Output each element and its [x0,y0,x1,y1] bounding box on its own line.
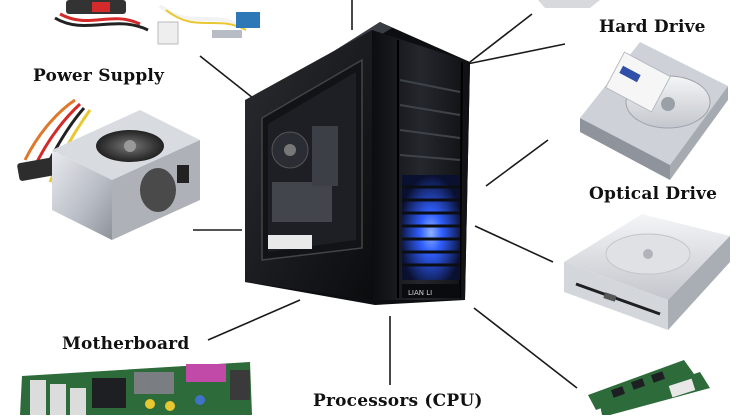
connector-motherboard [207,299,301,341]
hard-drive-image [580,42,728,180]
motherboard-image [20,362,252,415]
connector-optical-drive [485,139,549,187]
connector-right-mid [474,225,554,263]
label-processors: Processors (CPU) [313,391,483,411]
label-hard-drive: Hard Drive [599,17,706,37]
connector-lines [193,0,578,389]
power-supply-image [17,98,200,240]
optical-drive-image [564,214,730,330]
connector-memory [473,307,578,389]
connector-top-right [469,13,533,63]
label-optical-drive: Optical Drive [589,184,718,204]
top-right-item [538,0,600,8]
case-badge: LIAN LI [408,289,432,297]
cables-image [40,0,290,45]
label-motherboard: Motherboard [62,334,190,354]
memory-image [588,360,710,415]
computer-case-image [245,22,470,305]
connector-hard-drive [466,43,566,65]
label-power-supply: Power Supply [33,66,165,86]
